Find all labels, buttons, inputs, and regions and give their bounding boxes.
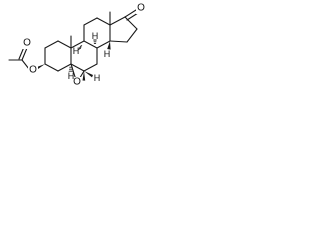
h9-label: H xyxy=(73,46,80,56)
atom-ketone-oxygen: O xyxy=(136,3,146,14)
h8-label: H xyxy=(92,31,99,41)
h5-label: H xyxy=(68,71,75,81)
ketone-oxygen-label: O xyxy=(137,3,145,14)
ester-oxygen-label: O xyxy=(29,65,37,76)
h8-hash xyxy=(93,39,97,45)
ring-d xyxy=(109,16,138,43)
h5-hash xyxy=(68,66,74,72)
h14-label: H xyxy=(104,49,111,59)
carbonyl-oxygen-label: O xyxy=(23,38,31,49)
h6-wedge xyxy=(84,71,93,78)
ring-a xyxy=(44,40,72,72)
ring-c xyxy=(83,17,111,49)
atom-epoxide-oxygen: O xyxy=(72,77,82,88)
atom-ester-oxygen: O xyxy=(28,65,38,76)
atom-carbonyl-oxygen: O xyxy=(22,38,32,49)
h14-wedge xyxy=(107,41,111,50)
acetate-group xyxy=(8,46,45,70)
h9-hash xyxy=(77,45,83,51)
ring-b xyxy=(70,40,98,72)
epoxide-oxygen-label: O xyxy=(73,77,81,88)
structure-diagram: O O O O H H H H H xyxy=(8,3,146,88)
ketone-group xyxy=(124,9,139,21)
h6-label: H xyxy=(94,73,101,83)
